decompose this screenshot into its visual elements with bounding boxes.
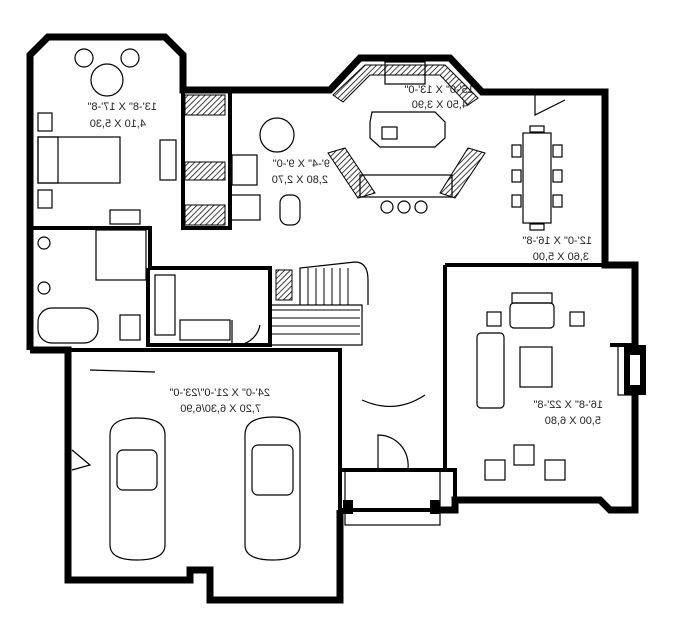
- garage-cars: [89, 369, 301, 561]
- doors: [71, 92, 566, 471]
- dining-table: [511, 125, 563, 231]
- stairs: [269, 261, 369, 346]
- bedroom-dim-imperial: 13'-8" X 17'-8": [87, 101, 157, 113]
- living-furniture: [476, 292, 646, 481]
- garage-dim-metric: 7,20 X 6,30/6,90: [180, 403, 261, 415]
- dining-dim-metric: 3,60 X 5,00: [533, 251, 589, 263]
- counter: [179, 319, 231, 341]
- room-labels: 13'-8" X 17'-8" 4,10 X 5,30 15'-0" X 13'…: [87, 84, 603, 427]
- bedroom-dim-metric: 4,10 X 5,30: [90, 118, 146, 130]
- living-dim-metric: 5,00 X 6,80: [545, 415, 601, 427]
- garage-dim-imperial: 24'-0" X 21'-0"/23'-0": [169, 387, 270, 399]
- kitchen-dim-imperial: 15'-0" X 13'-0": [404, 84, 474, 96]
- porch: [343, 434, 441, 526]
- bedroom-furniture: [37, 48, 226, 226]
- bathroom-fixtures: [37, 229, 147, 344]
- breakfast-dim-metric: 2,80 X 2,70: [272, 174, 328, 186]
- kitchen-dim-metric: 4,50 X 3,90: [412, 99, 468, 111]
- washer: [154, 274, 176, 336]
- breakfast-dim-imperial: 9'-4" X 9'-0": [273, 158, 330, 170]
- living-dim-imperial: 16'-8" X 22'-8": [533, 399, 603, 411]
- dining-dim-imperial: 12'-0" X 16'-8": [522, 235, 592, 247]
- kitchen-fixtures: [229, 61, 486, 226]
